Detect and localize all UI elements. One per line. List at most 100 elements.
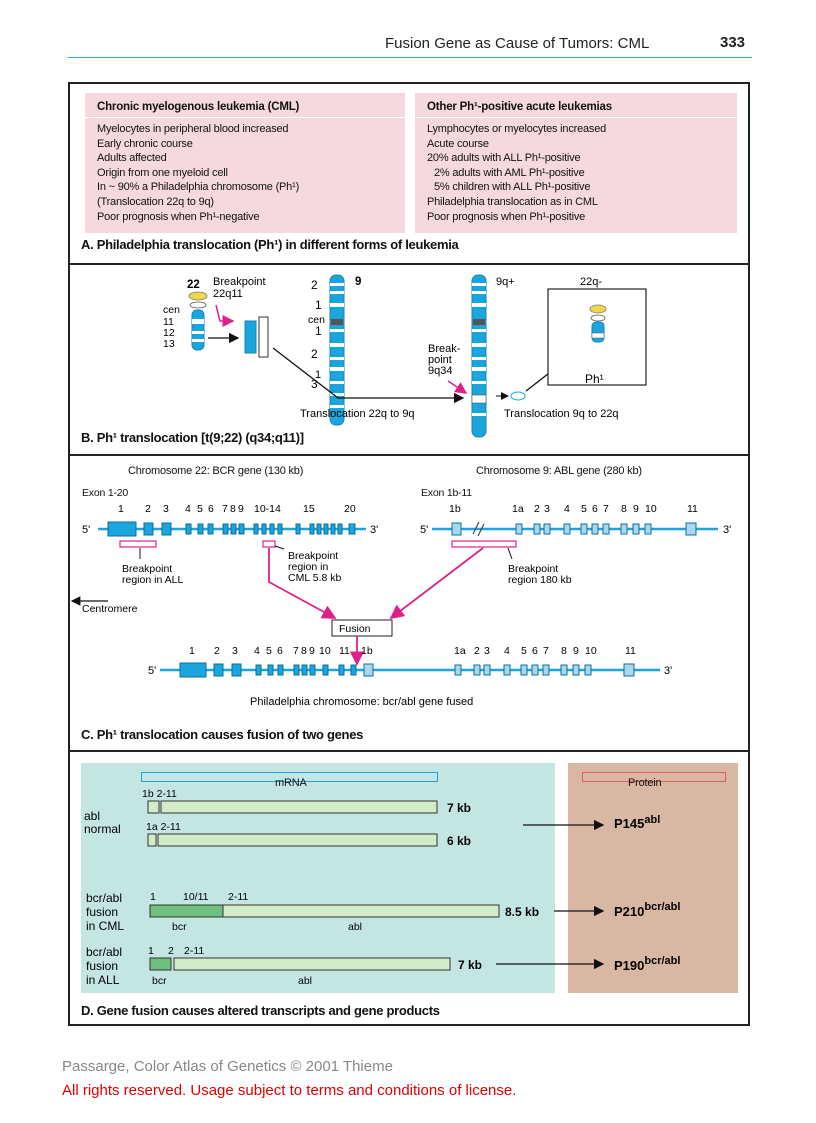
- abl-exon-2: 2: [534, 503, 540, 515]
- chr9-label: 9: [355, 276, 361, 288]
- abl-exon-5: 5: [581, 503, 587, 515]
- row3-abl-bar: [222, 904, 500, 918]
- fused-exon: 11: [339, 645, 350, 657]
- fused-exon: 7: [293, 645, 299, 657]
- chr9-band-1-q: 1: [315, 324, 322, 338]
- chr22-detached: [258, 316, 269, 358]
- row3-bcr-bar: [149, 904, 224, 918]
- bcr-exon-5: 5: [197, 503, 203, 515]
- 9q-fragment: [510, 391, 526, 401]
- row1-exons: 1b 2-11: [142, 788, 177, 800]
- cml-list: Myelocytes in peripheral blood increased…: [97, 122, 299, 224]
- breakpoint-pointer: [215, 304, 235, 327]
- bcr-exon-15: 15: [303, 503, 315, 515]
- bcr-breakpoint-all: [119, 540, 157, 548]
- acute-line: Poor prognosis when Ph¹-positive: [427, 210, 586, 223]
- acute-leukemia-box: Other Ph¹-positive acute leukemias Lymph…: [415, 93, 737, 233]
- bcr-exon-2: 2: [145, 503, 151, 515]
- abl-breakpoint-region: [451, 540, 517, 548]
- divider-c-d: [68, 750, 750, 752]
- cen-label: cen: [163, 304, 180, 316]
- abl-exon-range: Exon 1b-11: [421, 487, 472, 499]
- bcr-breakpoint-cml: [262, 540, 276, 548]
- cml-line: Early chronic course: [97, 137, 193, 150]
- bcr-exon-1: 1: [118, 503, 124, 515]
- fused-exon: 5: [266, 645, 272, 657]
- chromosome-9q-plus: [471, 274, 487, 438]
- row4-exon-2: 2: [168, 945, 174, 957]
- chr9-band-1-p: 1: [315, 298, 322, 312]
- row4-abl-bar: [173, 957, 451, 971]
- acute-line: Lymphocytes or myelocytes increased: [427, 123, 607, 135]
- fused-exon: 1a: [454, 645, 466, 657]
- chr9-cen-label: cen: [308, 314, 325, 326]
- chr9-band-2-q: 2: [311, 347, 318, 361]
- abl-exon-10: 10: [645, 503, 657, 515]
- row2-first-exon: [147, 833, 157, 847]
- divider-b-c: [68, 454, 750, 456]
- row1-size: 7 kb: [447, 801, 471, 815]
- copyright-line: Passarge, Color Atlas of Genetics © 2001…: [62, 1058, 393, 1075]
- page-number: 333: [720, 34, 746, 51]
- abl-exon-8: 8: [621, 503, 627, 515]
- chromosome-9: [329, 274, 345, 426]
- caption-a: A. Philadelphia translocation (Ph¹) in d…: [81, 237, 459, 252]
- cml-line: Myelocytes in peripheral blood increased: [97, 123, 289, 135]
- abl-exon-6: 6: [592, 503, 598, 515]
- breakpoint-9q34-pointer: [447, 380, 468, 394]
- cml-heading: Chronic myelogenous leukemia (CML): [97, 101, 300, 113]
- caption-b: B. Ph¹ translocation [t(9;22) (q34;q11)]: [81, 430, 304, 445]
- cml-line: Poor prognosis when Ph¹-negative: [97, 210, 260, 223]
- fused-gene-label: Philadelphia chromosome: bcr/abl gene fu…: [250, 696, 473, 708]
- bcr-exon-6: 6: [208, 503, 214, 515]
- running-title: Fusion Gene as Cause of Tumors: CML: [385, 35, 650, 52]
- abl-exon-3: 3: [544, 503, 550, 515]
- abl-3prime: 3': [723, 524, 731, 536]
- row2-size: 6 kb: [447, 834, 471, 848]
- fused-exon: 8: [561, 645, 567, 657]
- ph1-chromosome: [589, 304, 607, 343]
- fusion-label: Fusion: [339, 623, 371, 635]
- acute-heading: Other Ph¹-positive acute leukemias: [427, 101, 612, 113]
- protein-bracket: [582, 772, 726, 782]
- cml-line: Origin from one myeloid cell: [97, 166, 228, 179]
- abl-exon-11: 11: [687, 503, 698, 515]
- abl-bp-leader: [507, 547, 513, 560]
- cml-line: In ~ 90% a Philadelphia chromosome (Ph¹): [97, 181, 300, 194]
- row4-exon-1: 1: [148, 945, 154, 957]
- fused-exon: 8: [301, 645, 307, 657]
- row4-bcr-label: bcr: [152, 975, 167, 987]
- acute-line: 20% adults with ALL Ph¹-positive: [427, 152, 581, 165]
- fusion-arrow-abl: [389, 547, 484, 620]
- fused-exon: 2: [214, 645, 220, 657]
- chr9-band-3: 3: [311, 377, 318, 391]
- fused-5prime: 5': [148, 665, 156, 677]
- row4-exon-2-11: 2-11: [184, 945, 204, 957]
- row1-first-exon: [147, 800, 160, 814]
- fused-exon: 1b: [361, 645, 373, 657]
- fused-exon: 3: [232, 645, 238, 657]
- centromere-label: Centromere: [82, 603, 138, 615]
- row4-bcr-bar: [149, 957, 172, 971]
- bcr-exon-7: 7: [222, 503, 228, 515]
- fused-exon: 1: [189, 645, 195, 657]
- chr22q-minus-label: 22q-: [580, 276, 602, 288]
- fused-exon: 10: [319, 645, 331, 657]
- p145-label: P145abl: [614, 814, 660, 831]
- row3-size: 8.5 kb: [505, 905, 539, 919]
- bcr-exon-9: 9: [238, 503, 244, 515]
- bcr-5prime: 5': [82, 524, 90, 536]
- band-13: 13: [163, 338, 175, 350]
- bcr-exon-4: 4: [185, 503, 191, 515]
- fused-exon: 4: [254, 645, 260, 657]
- fused-exon: 11: [625, 645, 636, 657]
- abl-exon-9: 9: [633, 503, 639, 515]
- acute-line: Philadelphia translocation as in CML: [427, 195, 598, 208]
- fusion-box: [331, 619, 393, 637]
- fused-exon: 10: [585, 645, 597, 657]
